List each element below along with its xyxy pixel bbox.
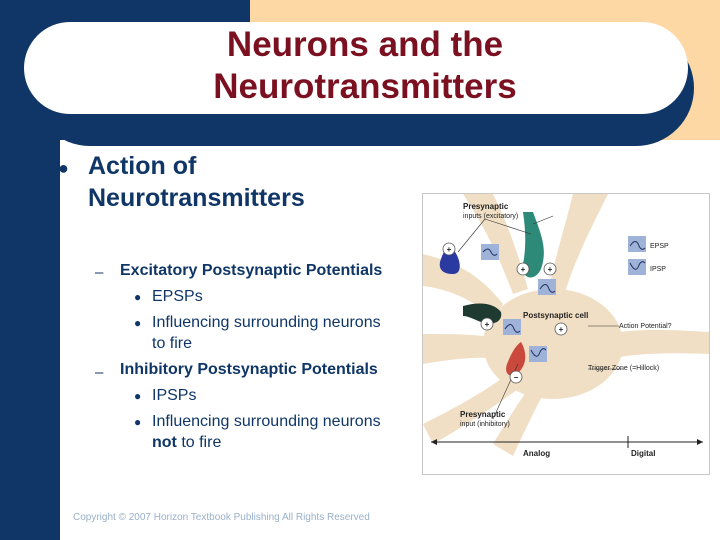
neuron-figure: + + + + + − Presynaptic inputs (excitato… (422, 193, 710, 475)
title-pill (24, 22, 688, 114)
label-analog: Analog (523, 449, 550, 458)
item-epsps: EPSPs (152, 288, 203, 305)
analog-digital-scale: Analog Digital (431, 436, 703, 458)
sign-markers: + + + + + − (442, 242, 568, 384)
label-ipsp: IPSP (650, 266, 666, 273)
copyright-footer: Copyright © 2007 Horizon Textbook Publis… (73, 512, 370, 523)
excitatory-terminal-blue (439, 247, 460, 274)
item-line-1: Influencing surrounding neurons (152, 413, 381, 430)
label-epsp: EPSP (650, 243, 669, 250)
sub-bullet-dash: – (95, 264, 104, 281)
label-presynaptic-excitatory-1: Presynaptic (463, 202, 509, 211)
label-trigger-zone: Trigger Zone (=Hillock) (588, 365, 659, 372)
label-action-potential: Action Potential? (619, 323, 672, 330)
title-line-2: Neurotransmitters (213, 67, 517, 106)
minus-sign: − (514, 373, 519, 382)
main-heading-line-2: Neurotransmitters (88, 184, 305, 212)
label-digital: Digital (631, 449, 655, 458)
excitatory-terminal-dark (463, 303, 502, 324)
label-presynaptic-excitatory-2: inputs (excitatory) (463, 213, 518, 220)
inhibitory-terminal-red (506, 342, 526, 376)
plus-sign: + (521, 265, 526, 274)
item-line-2: to fire (152, 335, 193, 352)
plus-sign: + (559, 325, 564, 334)
main-heading: Action of Neurotransmitters (88, 150, 418, 214)
sub-bullet-dash: – (95, 364, 104, 381)
sub-bullet-inhibitory: Inhibitory Postsynaptic Potentials (120, 361, 378, 378)
pointer-lines (457, 215, 623, 420)
label-presynaptic-inhibitory-1: Presynaptic (460, 410, 506, 419)
item-ipsps: IPSPs (152, 387, 197, 404)
plus-sign: + (447, 245, 452, 254)
neuron-diagram: + + + + + − Presynaptic inputs (excitato… (423, 194, 709, 458)
main-heading-line-1: Action of (88, 152, 197, 180)
item-influencing-fire: Influencing surrounding neurons to fire (152, 312, 422, 354)
bullet-dot-icon: ● (134, 389, 142, 403)
waveform-boxes (481, 236, 646, 362)
sub-bullet-excitatory: Excitatory Postsynaptic Potentials (120, 262, 383, 279)
slide-title: Neurons and the Neurotransmitters (140, 24, 590, 108)
item-not-bold: not (152, 434, 177, 451)
bullet-dot-icon: ● (134, 415, 142, 429)
label-presynaptic-inhibitory-2: input (inhibitory) (460, 421, 510, 428)
item-line-1: Influencing surrounding neurons (152, 314, 381, 331)
bullet-dot-icon: ● (134, 316, 142, 330)
plus-sign: + (548, 265, 553, 274)
excitatory-terminal-teal (522, 212, 544, 278)
item-influencing-not-fire: Influencing surrounding neurons not to f… (152, 411, 422, 453)
main-bullet-icon: ● (58, 158, 69, 178)
label-postsynaptic-cell: Postsynaptic cell (523, 311, 588, 320)
bullet-dot-icon: ● (134, 290, 142, 304)
title-line-1: Neurons and the (226, 25, 504, 64)
item-line-2-rest: to fire (176, 434, 222, 451)
plus-sign: + (485, 320, 490, 329)
